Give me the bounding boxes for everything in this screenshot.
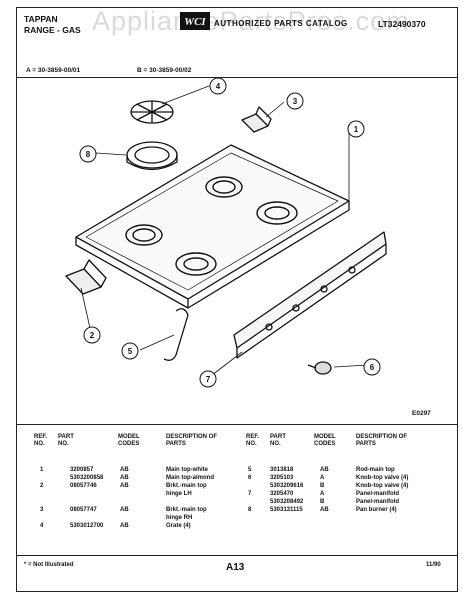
footer-divider <box>16 555 458 556</box>
product-type: RANGE - GAS <box>24 25 81 35</box>
svg-text:6: 6 <box>370 363 375 372</box>
callout-1: 1 <box>347 120 365 138</box>
brand-name: TAPPAN <box>24 14 58 24</box>
header-model-codes-right: MODEL CODES <box>314 434 336 447</box>
parts-diagram: 1 2 3 4 5 6 7 8 <box>65 77 387 388</box>
hinge-rh-part <box>241 106 272 133</box>
model-b-label: B = 30-3859-00/02 <box>137 67 192 74</box>
header-divider <box>16 77 458 78</box>
diagram-code: E0297 <box>412 410 431 417</box>
callout-8: 8 <box>79 145 97 163</box>
svg-text:7: 7 <box>206 375 211 384</box>
svg-text:8: 8 <box>86 150 91 159</box>
header-description-right: DESCRIPTION OF PARTS <box>356 434 408 447</box>
watermark: AppliancePartsPros.com <box>92 6 410 36</box>
header-part-no-left: PART NO. <box>58 434 74 447</box>
svg-text:3: 3 <box>293 97 298 106</box>
manifold-panel-part <box>233 231 387 359</box>
revision-date: 11/90 <box>426 562 441 568</box>
hinge-lh-part <box>65 259 107 295</box>
header-ref-no-left: REF. NO. <box>34 434 48 447</box>
brand-logo-icon: WCI <box>180 12 210 30</box>
header-ref-no-right: REF. NO. <box>246 434 260 447</box>
rod-part <box>163 308 189 361</box>
header-description-left: DESCRIPTION OF PARTS <box>166 434 218 447</box>
header-model-codes-left: MODEL CODES <box>118 434 140 447</box>
callout-7: 7 <box>199 370 217 388</box>
svg-text:2: 2 <box>90 331 95 340</box>
svg-text:5: 5 <box>128 347 133 356</box>
callout-4: 4 <box>209 77 227 95</box>
catalog-title: AUTHORIZED PARTS CATALOG <box>214 19 348 28</box>
page-frame <box>16 7 458 592</box>
document-number: LT32490370 <box>378 19 426 29</box>
svg-text:WCI: WCI <box>184 16 206 28</box>
burner-pan-part <box>126 141 178 171</box>
svg-text:1: 1 <box>354 125 359 134</box>
callout-6: 6 <box>363 358 381 376</box>
model-a-label: A = 30-3859-00/01 <box>26 67 81 74</box>
callout-5: 5 <box>121 342 139 360</box>
knob-part <box>307 361 332 375</box>
burner-openings <box>125 176 298 276</box>
footnote: * = Not Illustrated <box>24 562 74 568</box>
page-number: A13 <box>226 562 245 573</box>
callout-3: 3 <box>286 92 304 110</box>
svg-text:4: 4 <box>216 82 221 91</box>
table-divider <box>16 424 458 425</box>
header-part-no-right: PART NO. <box>270 434 286 447</box>
grate-part <box>130 100 174 124</box>
callout-2: 2 <box>83 326 101 344</box>
